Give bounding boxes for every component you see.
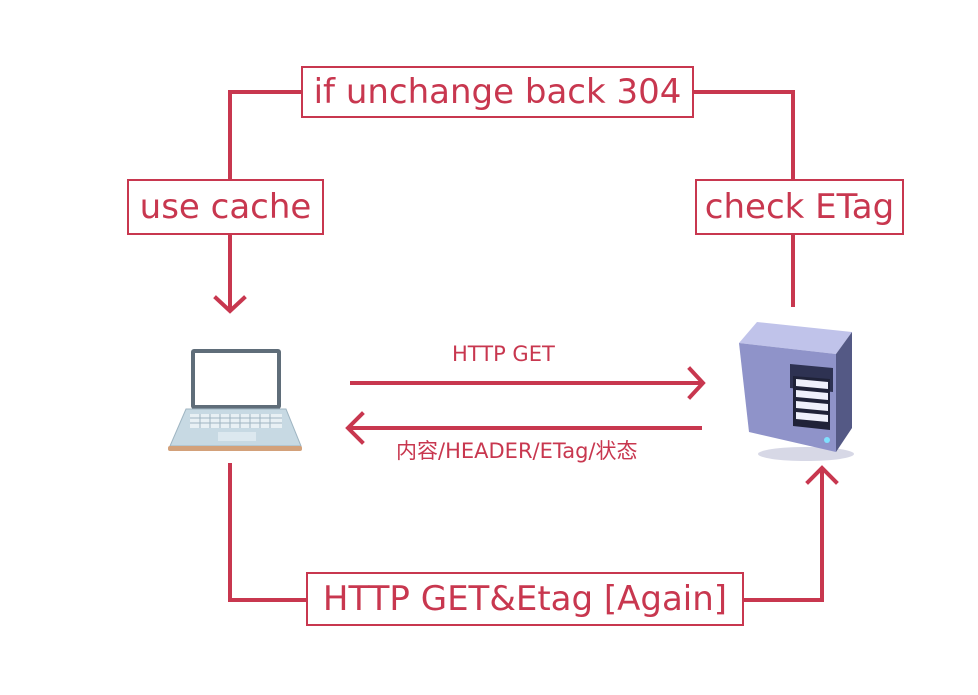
response-label: 内容/HEADER/ETag/状态 <box>396 439 638 463</box>
bottom-label-text: HTTP GET&Etag [Again] <box>322 579 728 619</box>
top-label-box: if unchange back 304 <box>301 66 694 118</box>
request-arrowhead <box>687 366 706 400</box>
check-etag-text: check ETag <box>704 187 895 227</box>
check-etag-box: check ETag <box>695 179 904 235</box>
use-cache-box: use cache <box>127 179 324 235</box>
again-arrowhead <box>805 465 839 485</box>
use-cache-text: use cache <box>139 187 312 227</box>
use-cache-arrowhead <box>213 295 247 314</box>
bottom-label-box: HTTP GET&Etag [Again] <box>306 572 744 626</box>
top-label-text: if unchange back 304 <box>313 72 682 112</box>
server-tower-icon <box>739 322 854 461</box>
response-arrowhead <box>345 411 365 445</box>
request-label: HTTP GET <box>452 342 555 366</box>
laptop-icon <box>168 349 302 451</box>
